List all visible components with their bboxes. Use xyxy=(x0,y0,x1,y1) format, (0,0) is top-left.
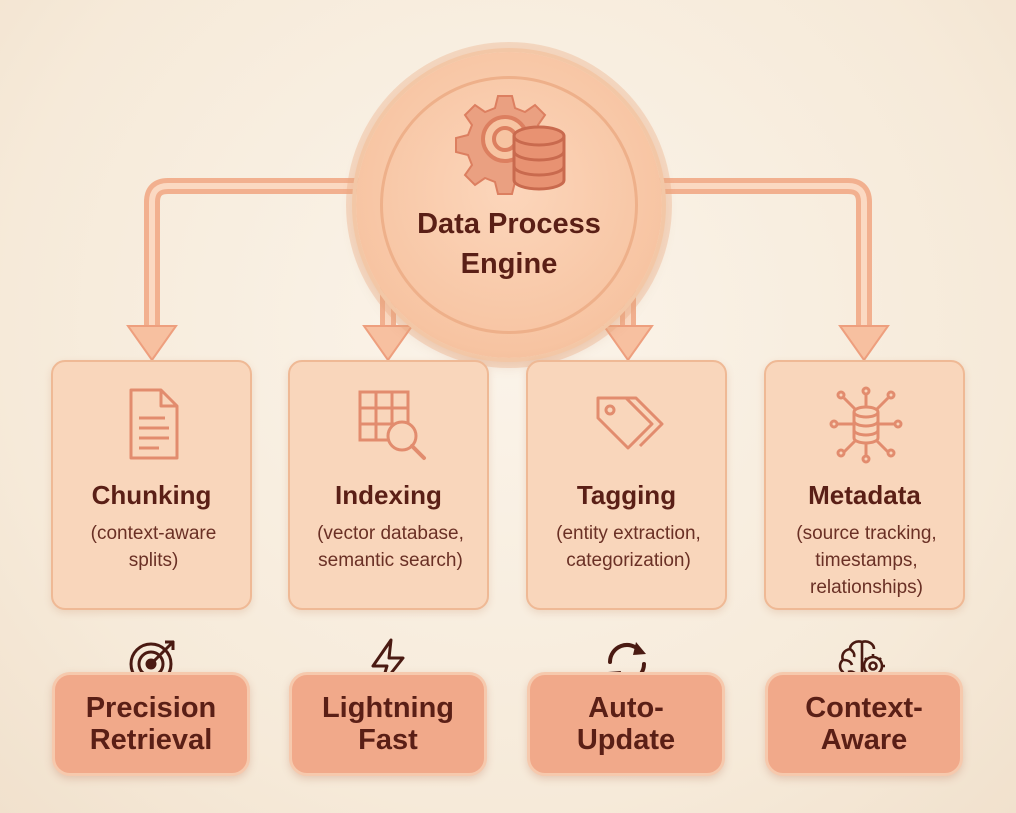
arrowhead-indexing xyxy=(362,325,414,362)
card-title: Indexing xyxy=(335,480,442,510)
benefit-label-line: Precision xyxy=(85,692,217,724)
benefit-lightning-fast: Lightning Fast xyxy=(289,672,487,776)
arrowhead-tagging xyxy=(602,325,654,362)
card-tagging: Tagging (entity extraction, categorizati… xyxy=(526,360,727,610)
database-network-icon xyxy=(829,386,903,464)
card-title: Chunking xyxy=(91,480,212,510)
benefit-context-aware: Context- Aware xyxy=(765,672,963,776)
benefit-label-line: Update xyxy=(576,724,676,756)
benefit-label-line: Fast xyxy=(358,724,418,756)
card-indexing: Indexing (vector database, semantic sear… xyxy=(288,360,489,610)
connector-metadata xyxy=(656,178,872,330)
benefit-label-line: Retrieval xyxy=(89,724,213,756)
benefit-label-line: Aware xyxy=(820,724,908,756)
card-metadata: Metadata (source tracking, timestamps, r… xyxy=(764,360,965,610)
card-description: (vector database, semantic search) xyxy=(298,520,483,574)
card-desc-line: categorization) xyxy=(566,550,691,571)
hub-title: Data Process Engine xyxy=(356,204,662,284)
card-description: (source tracking, timestamps, relationsh… xyxy=(774,520,959,601)
arrowhead-metadata xyxy=(838,325,890,362)
hub-inner-ring xyxy=(380,76,638,334)
benefit-label-line: Lightning xyxy=(321,692,455,724)
arrowhead-chunking xyxy=(126,325,178,362)
connector-chunking xyxy=(144,178,360,330)
card-desc-line: (context-aware xyxy=(90,523,217,544)
benefit-precision-retrieval: Precision Retrieval xyxy=(52,672,250,776)
benefit-label-line: Context- xyxy=(805,692,923,724)
benefit-auto-update: Auto- Update xyxy=(527,672,725,776)
tag-icon xyxy=(596,396,664,450)
card-desc-line: semantic search) xyxy=(318,550,463,571)
card-desc-line: (source tracking, xyxy=(796,523,937,544)
card-desc-line: splits) xyxy=(128,550,179,571)
card-title: Metadata xyxy=(808,480,921,510)
card-description: (context-aware splits) xyxy=(61,520,246,574)
document-icon xyxy=(129,388,179,460)
card-title: Tagging xyxy=(576,480,677,510)
card-desc-line: relationships) xyxy=(810,577,923,598)
hub-title-line1: Data Process xyxy=(417,208,601,240)
card-chunking: Chunking (context-aware splits) xyxy=(51,360,252,610)
card-desc-line: (entity extraction, xyxy=(556,523,701,544)
benefit-label-line: Auto- xyxy=(588,692,664,724)
hub-title-line2: Engine xyxy=(460,248,558,280)
card-description: (entity extraction, categorization) xyxy=(536,520,721,574)
grid-search-icon xyxy=(358,390,426,460)
card-desc-line: (vector database, xyxy=(317,523,464,544)
card-desc-line: timestamps, xyxy=(815,550,918,571)
gear-database-icon xyxy=(455,95,566,195)
data-process-engine-hub: Data Process Engine xyxy=(356,52,662,358)
